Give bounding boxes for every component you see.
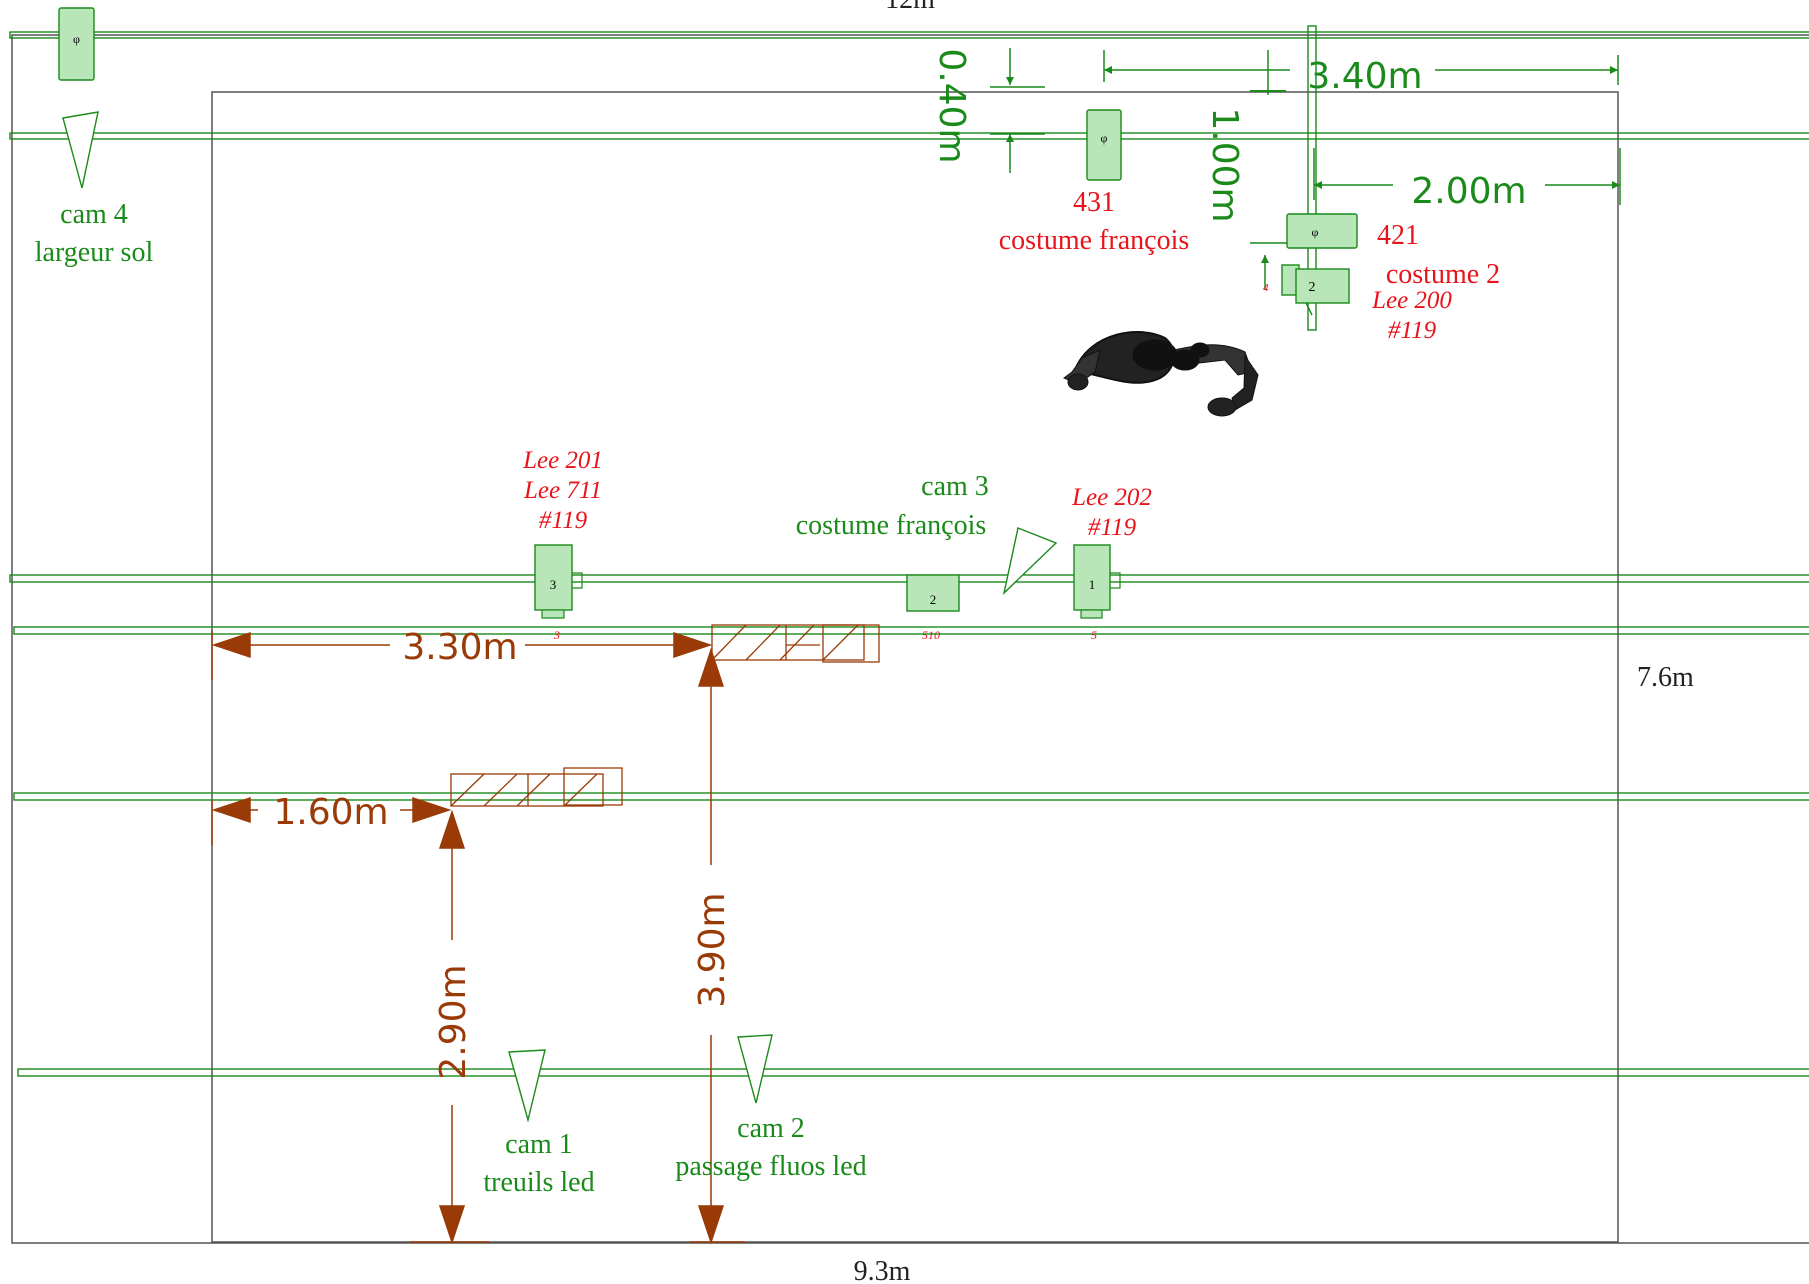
fixture-431-number: 431	[1073, 187, 1115, 218]
fixture-3-channel: 3	[553, 628, 560, 642]
camera-4-icon	[62, 111, 99, 189]
dim-040-label: 0.40m	[931, 48, 972, 163]
fixture-421-gel1: Lee 200	[1371, 287, 1452, 314]
green-dimensions	[990, 48, 1621, 290]
room-outline	[11, 34, 1809, 1244]
cam3-desc: costume françois	[796, 510, 987, 541]
dim-390-label: 3.90m	[692, 892, 733, 1007]
fixture-431: φ	[1086, 109, 1122, 181]
pipe-vertical	[1307, 25, 1317, 331]
brown-dimensions	[211, 630, 745, 1245]
fixture-1-channel: 5	[1091, 628, 1097, 642]
fixture-3-gel1: Lee 201	[522, 447, 603, 474]
fixture-3-gel3: #119	[539, 507, 588, 534]
fixture-3: 3	[534, 544, 583, 619]
fixture-421-gel2: #119	[1388, 317, 1437, 344]
stage-width-label: 9.3m	[854, 1256, 911, 1284]
cam2-name: cam 2	[737, 1113, 805, 1144]
room-width-label: 12m	[885, 0, 935, 15]
dim-330-label: 3.30m	[402, 627, 517, 668]
fixture-421: φ	[1286, 213, 1358, 249]
pipe-5	[13, 792, 1809, 801]
fixture-1-gel1: Lee 202	[1071, 484, 1152, 511]
dim-290-label: 2.90m	[433, 964, 474, 1079]
cam4-desc: largeur sol	[35, 237, 154, 268]
fixture-431-label: costume françois	[999, 225, 1190, 256]
cam1-desc: treuils led	[483, 1167, 594, 1198]
svg-text:φ: φ	[73, 32, 80, 46]
pipe-6	[17, 1068, 1809, 1077]
pipe-1	[9, 31, 1809, 39]
cam3-name: cam 3	[921, 471, 989, 502]
svg-text:2: 2	[930, 592, 937, 607]
fixture-1-gel2: #119	[1088, 514, 1137, 541]
fixture-421-spot: 2 4	[1263, 264, 1350, 316]
dim-100-label: 1.00m	[1204, 107, 1245, 222]
truss-upper	[711, 624, 880, 663]
dim-340-label: 3.40m	[1307, 56, 1422, 97]
cam4-name: cam 4	[60, 199, 128, 230]
camera-1-icon	[508, 1049, 546, 1123]
dim-200-label: 2.00m	[1411, 171, 1526, 212]
fixture-top-left: φ	[58, 7, 95, 81]
performer-figure	[1063, 331, 1259, 417]
cam1-name: cam 1	[505, 1129, 573, 1160]
camera-2-icon	[737, 1034, 773, 1104]
fixture-421-label: costume 2	[1386, 259, 1500, 290]
room-depth-label: 7.6m	[1637, 662, 1694, 693]
fixture-3-gel2: Lee 711	[523, 477, 602, 504]
fixture-2: 2	[906, 574, 960, 612]
dim-160-label: 1.60m	[273, 792, 388, 833]
fixture-2-channel: 510	[922, 628, 940, 642]
pipe-2	[9, 132, 1809, 140]
svg-text:1: 1	[1089, 577, 1096, 592]
camera-3-icon	[1002, 527, 1058, 596]
svg-text:3: 3	[550, 577, 557, 592]
cam2-desc: passage fluos led	[675, 1151, 866, 1182]
svg-text:φ: φ	[1312, 225, 1319, 239]
pipes	[9, 25, 1809, 1077]
fixture-421-number: 421	[1377, 220, 1419, 251]
pipe-4	[13, 626, 1809, 635]
fixture-1: 1	[1073, 544, 1121, 619]
svg-text:2: 2	[1309, 280, 1316, 295]
svg-text:4: 4	[1263, 282, 1269, 294]
svg-text:φ: φ	[1101, 131, 1108, 145]
truss-lower	[450, 767, 623, 807]
